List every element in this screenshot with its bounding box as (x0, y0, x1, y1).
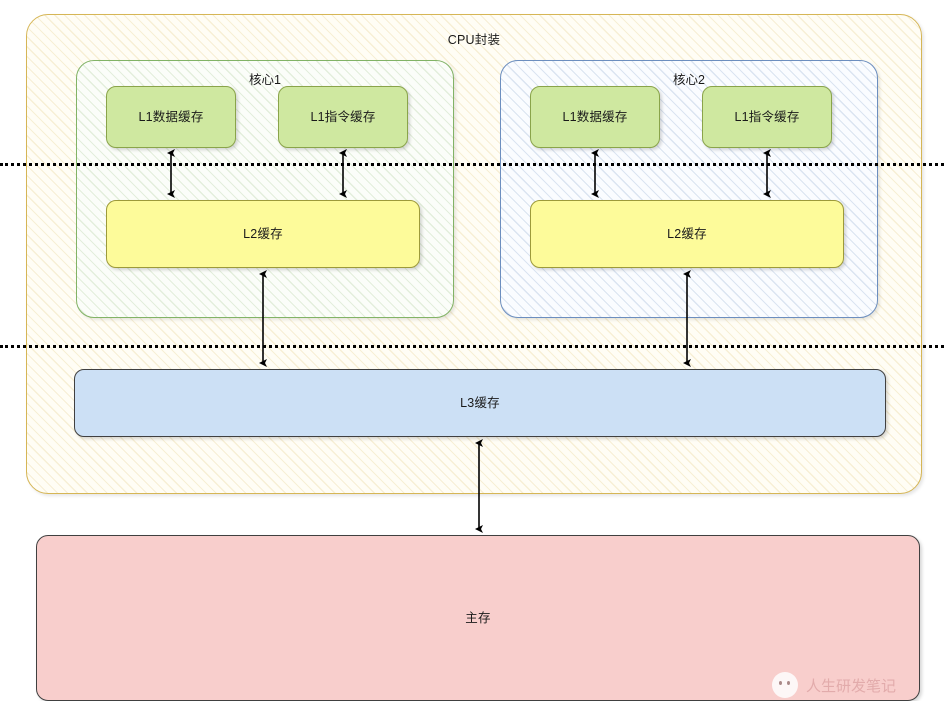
main-memory-label: 主存 (465, 610, 491, 625)
separator-line-l1-l2 (0, 163, 944, 166)
core-2-l2-cache-label: L2缓存 (667, 226, 707, 241)
core-2-l1-instruction-cache-label: L1指令缓存 (734, 109, 800, 124)
cpu-package-title: CPU封装 (447, 33, 501, 47)
core-1-title: 核心1 (249, 73, 281, 87)
l3-cache[interactable]: L3缓存 (74, 369, 886, 437)
core-2-title: 核心2 (673, 73, 705, 87)
core-1-l1-instruction-cache[interactable]: L1指令缓存 (278, 86, 408, 148)
separator-line-l2-l3 (0, 345, 944, 348)
l3-cache-label: L3缓存 (460, 395, 500, 410)
core-1-l1-data-cache-label: L1数据缓存 (138, 109, 204, 124)
core-2-l1-instruction-cache[interactable]: L1指令缓存 (702, 86, 832, 148)
core-2-l2-cache[interactable]: L2缓存 (530, 200, 844, 268)
watermark-avatar-icon (772, 672, 798, 698)
core-2-l1-data-cache-label: L1数据缓存 (562, 109, 628, 124)
core-1-l1-instruction-cache-label: L1指令缓存 (310, 109, 376, 124)
core-1-l2-cache-label: L2缓存 (243, 226, 283, 241)
core-2-l1-data-cache[interactable]: L1数据缓存 (530, 86, 660, 148)
core-1-l2-cache[interactable]: L2缓存 (106, 200, 420, 268)
watermark-text: 人生研发笔记 (806, 677, 897, 695)
main-memory[interactable]: 主存 (36, 535, 920, 701)
core-1-l1-data-cache[interactable]: L1数据缓存 (106, 86, 236, 148)
watermark: 人生研发笔记 (772, 672, 944, 698)
